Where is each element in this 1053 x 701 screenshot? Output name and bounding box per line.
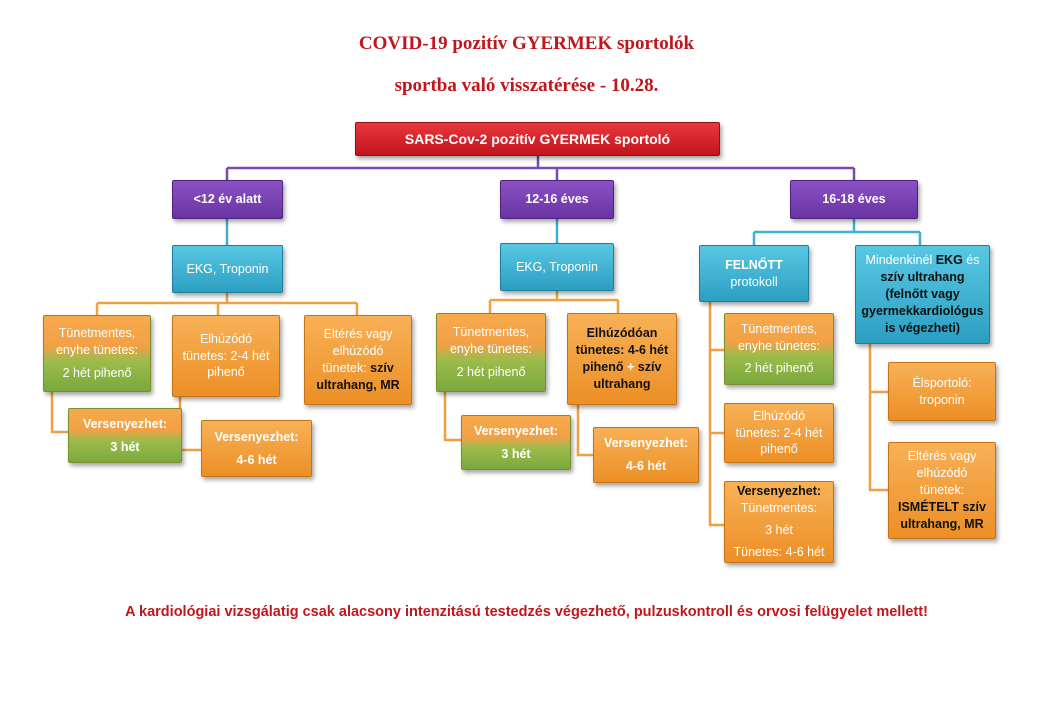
c2-compete-3wk: Versenyezhet: 3 hét xyxy=(461,415,571,470)
c2-asymptomatic: Tünetmentes, enyhe tünetes: 2 hét pihenő xyxy=(436,313,546,392)
all-line1c: és xyxy=(962,253,980,268)
adult-protocol-line1: FELNŐTT xyxy=(725,257,783,272)
c1c-line1: Eltérés vagy xyxy=(323,327,393,342)
c2-compete-4-6wk: Versenyezhet: 4-6 hét xyxy=(593,427,699,483)
c1-abnormal: Eltérés vagy elhúzódó tünetek: szív ultr… xyxy=(304,315,412,405)
c3d-line2: troponin xyxy=(919,392,965,407)
c3-asymptomatic: Tünetmentes, enyhe tünetes: 2 hét pihenő xyxy=(724,313,834,385)
all-line4: gyermekkardiológus xyxy=(861,303,984,318)
c3c-line1: Versenyezhet: xyxy=(736,484,822,499)
age-12-16: 12-16 éves xyxy=(500,180,614,219)
c2a2-line2: 3 hét xyxy=(501,446,531,461)
c2b-line2: tünetes: 4-6 hét xyxy=(575,343,669,358)
root-node: SARS-Cov-2 pozitív GYERMEK sportoló xyxy=(355,122,720,156)
all-line3: (felnőtt vagy xyxy=(885,287,960,302)
footnote: A kardiológiai vizsgálatig csak alacsony… xyxy=(125,604,928,620)
age-under-12: <12 év alatt xyxy=(172,180,283,219)
c3b-line3: pihenő xyxy=(760,442,798,457)
all-line1: Mindenkinél EKG és xyxy=(866,252,980,269)
c3c-line4: Tünetes: 4-6 hét xyxy=(733,544,825,559)
c1c-line3: tünetek: szív xyxy=(322,360,394,377)
c3a-line3: 2 hét pihenő xyxy=(744,361,814,376)
all-line2: szív ultrahang xyxy=(880,270,965,285)
c2a2-line1: Versenyezhet: xyxy=(473,423,559,438)
all-line1a: Mindenkinél xyxy=(865,253,936,268)
c3e-line4: ISMÉTELT szív xyxy=(898,499,986,514)
c3e-line1: Eltérés vagy xyxy=(907,449,977,464)
c2-prolonged: Elhúzódóan tünetes: 4-6 hét pihenő + szí… xyxy=(567,313,677,405)
c2b-line4: ultrahang xyxy=(593,376,651,391)
c2a-line1: Tünetmentes, xyxy=(452,325,530,340)
c2b-line3b: + xyxy=(627,360,635,374)
c1c-line4: ultrahang, MR xyxy=(316,377,400,392)
c1b2-line2: 4-6 hét xyxy=(236,452,277,467)
c3e-line2: elhúzódó xyxy=(916,466,968,481)
all-ekg-text: EKG xyxy=(935,253,963,268)
c1-asymptomatic: Tünetmentes, enyhe tünetes: 2 hét pihenő xyxy=(43,315,151,392)
c3a-line2: enyhe tünetes: xyxy=(737,338,820,353)
age-16-18: 16-18 éves xyxy=(790,180,918,219)
c2b2-line1: Versenyezhet: xyxy=(603,436,689,451)
c2b-line3: pihenő + szív xyxy=(583,359,662,376)
c3b-line1: Elhúzódó xyxy=(752,408,806,423)
c3b-line2: tünetes: 2-4 hét xyxy=(735,425,823,440)
test-ekg-troponin-2: EKG, Troponin xyxy=(500,243,614,291)
c2a-line3: 2 hét pihenő xyxy=(456,364,526,379)
c1c-line3a: tünetek: xyxy=(322,361,371,375)
c2b-line3c: szív xyxy=(637,360,662,374)
c1a2-line1: Versenyezhet: xyxy=(82,416,168,431)
c1b2-line1: Versenyezhet: xyxy=(214,429,299,444)
all-ekg-echo: Mindenkinél EKG és szív ultrahang (felnő… xyxy=(855,245,990,344)
c1b-line3: pihenő xyxy=(207,365,245,380)
c1b-line2: tünetes: 2-4 hét xyxy=(182,348,270,363)
c1c-line2: elhúzódó xyxy=(332,344,384,359)
c1a-line2: enyhe tünetes: xyxy=(55,343,138,358)
c3d-line1: Élsportoló: xyxy=(912,375,972,390)
c3e-line5: ultrahang, MR xyxy=(900,516,984,531)
test-ekg-troponin-1: EKG, Troponin xyxy=(172,245,283,293)
c3e-line3: tünetek: xyxy=(919,483,965,498)
c1c-line3b: szív xyxy=(370,361,394,375)
c1-prolonged: Elhúzódó tünetes: 2-4 hét pihenő xyxy=(172,315,280,397)
c3a-line1: Tünetmentes, xyxy=(740,321,818,336)
c3-elite-troponin: Élsportoló: troponin xyxy=(888,362,996,421)
c2b-line3a: pihenő xyxy=(582,360,624,374)
c3c-line2: Tünetmentes: xyxy=(740,501,818,516)
title-line-2: sportba való visszatérése - 10.28. xyxy=(394,75,659,96)
c1b-line1: Elhúzódó xyxy=(199,331,253,346)
c2a-line2: enyhe tünetes: xyxy=(449,342,532,357)
title-line-1: COVID-19 pozitív GYERMEK sportolók xyxy=(358,33,695,54)
adult-protocol: FELNŐTT protokoll xyxy=(699,245,809,302)
c3-prolonged: Elhúzódó tünetes: 2-4 hét pihenő xyxy=(724,403,834,463)
c3-compete: Versenyezhet: Tünetmentes: 3 hét Tünetes… xyxy=(724,481,834,563)
c3-abnormal: Eltérés vagy elhúzódó tünetek: ISMÉTELT … xyxy=(888,442,996,539)
c1-compete-3wk: Versenyezhet: 3 hét xyxy=(68,408,182,463)
all-line5: is végezheti) xyxy=(884,320,961,335)
c2b-line1: Elhúzódóan xyxy=(586,326,658,341)
c1-compete-4-6wk: Versenyezhet: 4-6 hét xyxy=(201,420,312,477)
c2b2-line2: 4-6 hét xyxy=(625,459,667,473)
adult-protocol-line2: protokoll xyxy=(730,274,778,289)
c1a-line1: Tünetmentes, xyxy=(58,326,136,341)
c1a2-line2: 3 hét xyxy=(110,439,140,454)
c3c-line3: 3 hét xyxy=(765,523,793,537)
c1a-line3: 2 hét pihenő xyxy=(62,365,132,380)
